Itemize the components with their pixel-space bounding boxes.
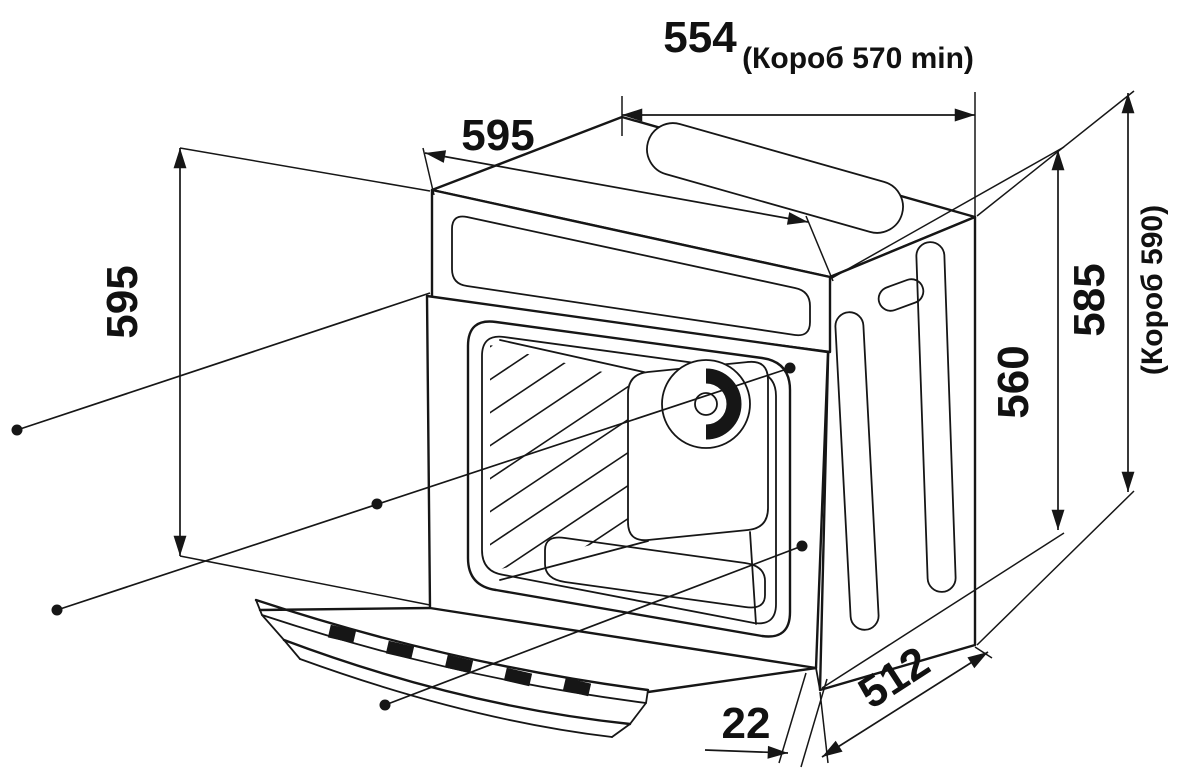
right-wall-edge <box>749 531 757 625</box>
door-vent-2 <box>385 640 415 660</box>
ext-585-top <box>976 90 1135 217</box>
door-vent-5 <box>562 677 592 697</box>
leader-line-door <box>384 545 803 706</box>
ext-585-bottom <box>976 490 1135 646</box>
ceiling-edge <box>499 339 649 374</box>
dim-512-line <box>821 651 989 758</box>
floor-edge <box>499 540 649 581</box>
front-corner-edge <box>815 667 821 691</box>
leader-line-interior <box>56 367 791 611</box>
dim-595-height-label: 595 <box>98 265 147 338</box>
door-outer-edge <box>282 638 632 726</box>
door-inner-edge <box>254 598 650 692</box>
cavity-interior <box>490 339 769 625</box>
leader-dot-6 <box>796 540 808 552</box>
ext-595left-top <box>179 147 431 192</box>
door-tip-cap <box>255 599 301 660</box>
dim-560-label: 560 <box>989 345 1038 418</box>
ext-560-top <box>831 146 1065 279</box>
cavity-opening-outer <box>466 320 792 638</box>
oven-body <box>254 115 977 738</box>
ext-512-front <box>819 691 829 764</box>
cavity-opening-inner <box>481 335 777 625</box>
oven-door-open <box>254 598 818 738</box>
dimension-lines <box>173 90 1135 768</box>
dim-585-note: (Короб 590) <box>1136 205 1169 375</box>
door-front-edge <box>299 658 613 738</box>
door-vent-4 <box>503 667 533 687</box>
dim-22-label: 22 <box>722 699 771 748</box>
leader-dot-5 <box>379 699 391 711</box>
door-hinge-edge-right <box>646 666 818 694</box>
leader-line-frame <box>16 292 431 431</box>
bottom-heater-tray <box>544 536 766 609</box>
side-slot-front <box>834 311 880 631</box>
side-handle-slot <box>877 278 925 312</box>
leader-dot-3 <box>371 498 383 510</box>
side-slot-back <box>915 241 957 593</box>
fan-ring-shading <box>705 368 742 440</box>
dim-554-label: 554 <box>663 13 737 62</box>
dim-554-note: (Короб 570 min) <box>742 42 974 75</box>
leader-dot-4 <box>784 362 796 374</box>
ext-595left-bottom <box>179 555 431 606</box>
fan-hub <box>694 392 718 416</box>
door-vent-3 <box>444 654 474 674</box>
ext-512-back <box>974 646 993 659</box>
leader-dot-2 <box>51 604 63 616</box>
ext-595top-right <box>805 215 834 282</box>
dim-585-label: 585 <box>1065 263 1114 336</box>
door-vent-1 <box>327 624 357 644</box>
dim-22-arrow <box>704 745 789 759</box>
callout-leaders <box>11 292 808 711</box>
leader-dot-1 <box>11 424 23 436</box>
door-end-cap <box>611 689 649 738</box>
side-panel <box>818 215 977 692</box>
dim-595-width-line <box>424 150 809 225</box>
ext-22-a <box>778 672 807 764</box>
dim-595-width-label: 595 <box>461 111 534 160</box>
